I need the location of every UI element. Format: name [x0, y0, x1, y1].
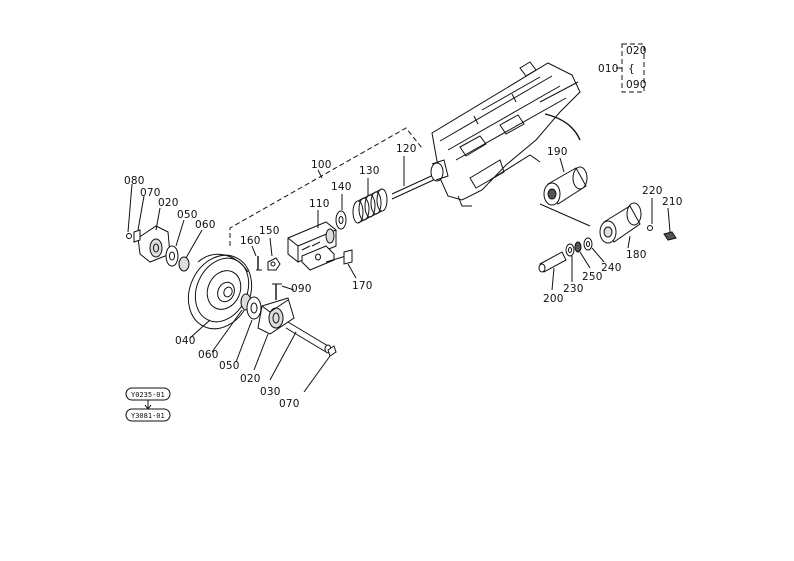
recoil-spring	[352, 188, 388, 224]
label-160: 160	[240, 235, 261, 247]
legend-range-end: 090	[626, 79, 647, 91]
label-180: 180	[626, 249, 647, 261]
legend-parent-label: 010	[598, 63, 619, 75]
label-230: 230	[563, 283, 584, 295]
label-250: 250	[582, 271, 603, 283]
bearing-right	[240, 293, 262, 320]
bracket-right	[257, 297, 295, 335]
pin-160	[256, 256, 262, 271]
ring-250	[574, 241, 582, 253]
label-210: 210	[662, 196, 683, 208]
label-220: 220	[642, 185, 663, 197]
seal-230	[565, 243, 575, 257]
tension-rod	[391, 159, 449, 200]
label-100: 100	[311, 159, 332, 171]
label-110: 110	[309, 198, 330, 210]
label-040: 040	[175, 335, 196, 347]
nut-220	[647, 225, 653, 231]
bolt-170	[325, 249, 357, 279]
label-130: 130	[359, 165, 380, 177]
label-060-bottom: 060	[198, 349, 219, 361]
spring-washer	[335, 210, 347, 230]
label-240: 240	[601, 262, 622, 274]
label-120: 120	[396, 143, 417, 155]
grease-cylinder-190	[543, 166, 588, 206]
range-legend	[616, 43, 645, 93]
label-090: 090	[291, 283, 312, 295]
label-070-top: 070	[140, 187, 161, 199]
cylinder-yoke	[287, 221, 337, 263]
legend-range-sep: {	[628, 63, 635, 75]
legend-range-start: 020	[626, 45, 647, 57]
bearing-left	[165, 245, 190, 272]
label-020-bottom: 020	[240, 373, 261, 385]
grease-nipple-left	[126, 229, 141, 243]
label-080: 080	[124, 175, 145, 187]
nut-150	[267, 257, 281, 271]
rod-200	[538, 251, 567, 273]
label-060-top: 060	[195, 219, 216, 231]
label-070-bottom: 070	[279, 398, 300, 410]
cylinder-180	[599, 202, 642, 244]
label-140: 140	[331, 181, 352, 193]
washer-240	[583, 237, 593, 251]
code-tag-2: Y3081-01	[131, 412, 165, 420]
nipple-210	[663, 231, 677, 241]
idler-wheel	[187, 253, 253, 330]
reference-code-tags: Y0235-01 Y3081-01	[125, 387, 171, 422]
label-170: 170	[352, 280, 373, 292]
code-tag-1: Y0235-01	[131, 391, 165, 399]
grease-nipple-right	[327, 345, 337, 357]
assembly-outline-100	[229, 127, 423, 246]
label-200: 200	[543, 293, 564, 305]
label-190: 190	[547, 146, 568, 158]
label-020-top: 020	[158, 197, 179, 209]
label-050-bottom: 050	[219, 360, 240, 372]
bracket-left	[137, 225, 171, 263]
part-labels: 080 070 020 050 060 100 120 130 140 110 …	[124, 45, 683, 410]
spring-pin-090	[272, 283, 282, 300]
label-050-top: 050	[177, 209, 198, 221]
label-030: 030	[260, 386, 281, 398]
label-150: 150	[259, 225, 280, 237]
track-frame-drawing	[431, 61, 581, 207]
code-tag-2-frame	[125, 408, 171, 422]
